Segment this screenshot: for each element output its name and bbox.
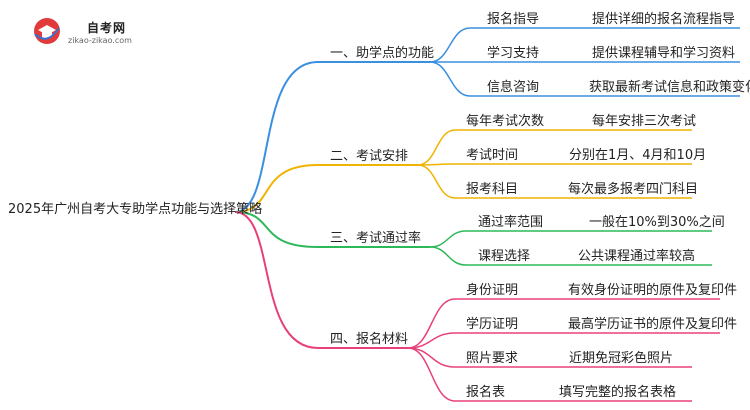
branch-label-functions: 一、助学点的功能 [330,46,435,61]
item-key: 每年考试次数 [466,114,545,129]
item-value: 提供课程辅导和学习资料 [592,46,736,61]
item-key: 考试时间 [466,148,519,163]
root-connector [234,211,319,349]
item-value: 最高学历证书的原件及复印件 [568,317,738,332]
item-value: 提供详细的报名流程指导 [592,12,736,27]
item-key: 报名表 [466,385,506,400]
item-key: 信息咨询 [487,80,540,95]
item-key: 照片要求 [466,351,519,366]
logo-url: zikao-zikao.com [68,36,132,45]
item-connector [407,298,456,349]
item-key: 学习支持 [487,46,540,61]
item-connector [417,164,456,199]
logo-name: 自考网 [87,21,127,35]
item-value: 公共课程通过率较高 [578,249,696,264]
item-connector [429,246,467,266]
item-value: 近期免冠彩色照片 [569,351,674,366]
branch-label-schedule: 二、考试安排 [330,149,409,164]
item-value: 填写完整的报名表格 [559,385,677,400]
item-value: 一般在10%到30%之间 [589,215,725,230]
root-connector [234,211,319,248]
item-connector [407,347,456,402]
item-connector [429,61,471,97]
item-key: 课程选择 [478,249,531,264]
item-value: 每次最多报考四门科目 [568,182,699,197]
item-key: 通过率范围 [478,215,544,230]
branch-label-materials: 四、报名材料 [330,332,409,347]
item-connector [407,347,456,368]
item-key: 身份证明 [466,283,519,298]
item-key: 报考科目 [466,182,519,197]
item-value: 分别在1月、4月和10月 [569,148,707,163]
item-value: 获取最新考试信息和政策变化 [589,80,750,95]
site-logo: 自考网 zikao-zikao.com [32,16,152,50]
root-topic: 2025年广州自考大专助学点功能与选择策略 [8,202,263,217]
root-connector [234,61,319,213]
item-connector [429,27,471,63]
root-connector [234,164,319,213]
item-connector [429,230,467,248]
item-value: 有效身份证明的原件及复印件 [568,283,738,298]
branch-label-passrate: 三、考试通过率 [330,231,422,246]
item-key: 报名指导 [487,12,540,27]
item-key: 学历证明 [466,317,519,332]
item-value: 每年安排三次考试 [592,114,697,129]
item-connector [407,332,456,349]
item-connector [417,129,456,166]
graduation-cap-icon [34,18,60,44]
